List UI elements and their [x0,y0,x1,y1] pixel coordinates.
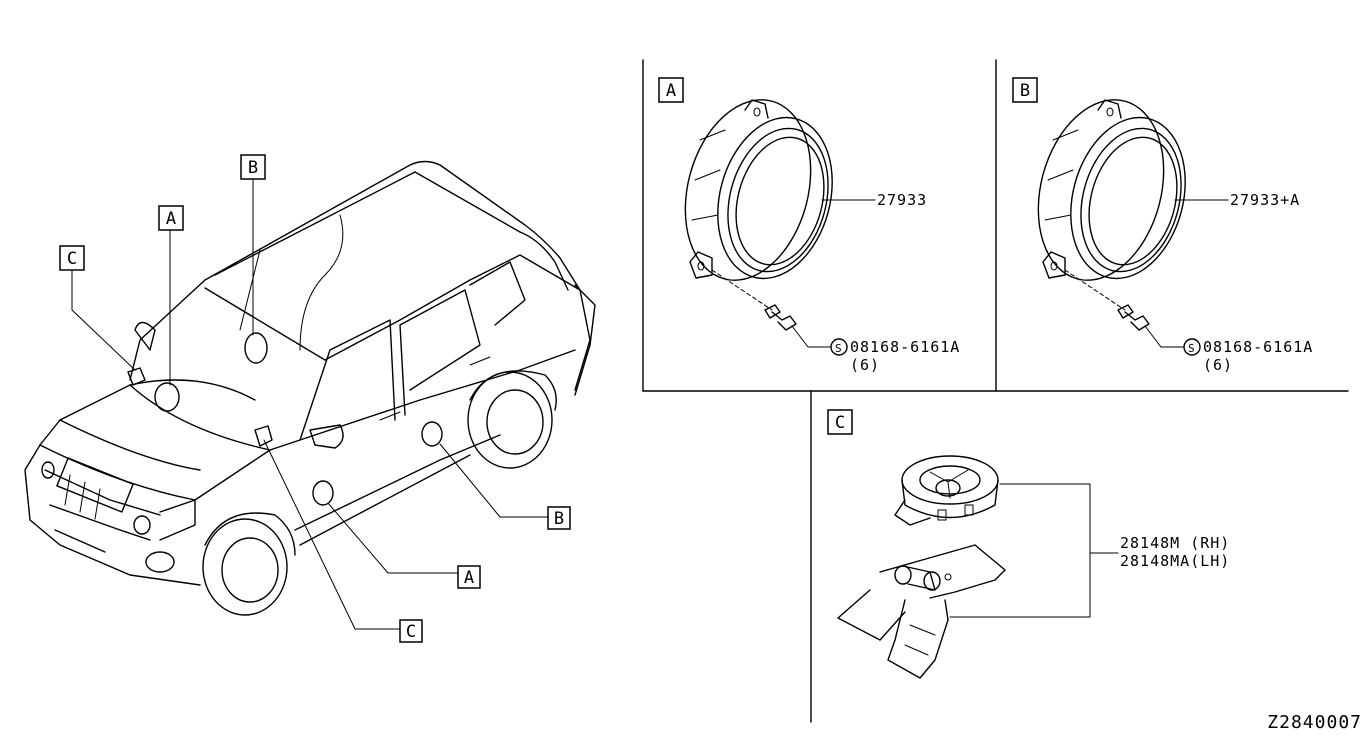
tweeter-bracket-icon [837,544,1006,679]
callout-c-top-label: C [67,249,77,269]
panel-b-tag-label: B [1020,81,1030,101]
callout-a-side: A [457,565,481,589]
part-number-28148m: 28148M (RH) [1120,534,1230,552]
panel-b-tag [1012,77,1038,103]
screw-a-icon [764,304,797,331]
part-number-28148ma: 28148MA(LH) [1120,552,1230,570]
panel-c: C 28148M (RH) 28148MA(LH) [827,409,1230,679]
panel-c-tag [827,409,853,435]
screw-qty-b: (6) [1203,356,1233,374]
screw-marker-a [830,338,848,356]
callout-c-top: C [59,245,85,271]
panel-a: A 27933 S 08168-6161A (6) [658,77,960,374]
speaker-a-icon [684,99,833,281]
callout-b-side-label: B [554,509,564,529]
callout-a-top-label: A [166,209,176,229]
screw-part-b: 08168-6161A [1203,338,1313,356]
speaker-b-icon [1037,99,1186,281]
screw-marker-b-label: S [1188,342,1196,355]
callout-c-side: C [399,619,423,643]
part-number-27933a: 27933+A [1230,191,1300,209]
panel-c-tag-label: C [835,413,845,433]
screw-part-a: 08168-6161A [850,338,960,356]
screw-qty-a: (6) [850,356,880,374]
leader-lines [71,178,549,630]
callout-b-side: B [547,506,571,530]
callout-a-top: A [158,205,184,231]
screw-marker-b [1183,338,1201,356]
callout-c-side-label: C [406,622,416,642]
diagram-id: Z2840007 [1267,712,1362,733]
panel-a-tag [658,77,684,103]
part-number-27933: 27933 [877,191,927,209]
panel-a-tag-label: A [666,81,676,101]
screw-marker-a-label: S [835,342,843,355]
panel-frame [642,59,1349,723]
tweeter-icon [894,455,999,526]
vehicle-illustration [24,160,596,616]
callout-a-side-label: A [464,568,474,588]
callout-b-top: B [240,154,266,180]
panel-b: B 27933+A S 08168-6161A (6) [1012,77,1313,374]
screw-b-icon [1117,304,1150,331]
callout-b-top-label: B [248,158,258,178]
